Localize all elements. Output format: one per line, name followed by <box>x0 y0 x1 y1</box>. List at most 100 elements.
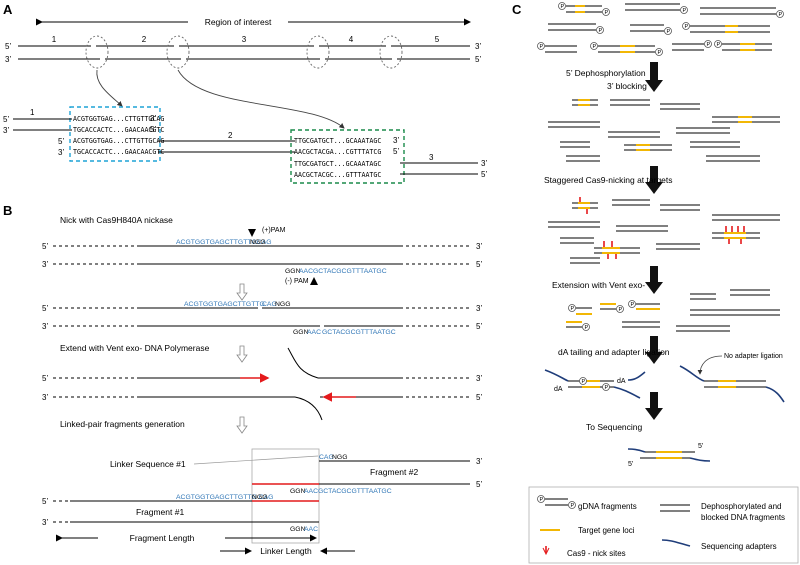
region-label: Region of interest <box>205 17 272 27</box>
l-ngg: NGG <box>332 454 347 461</box>
box1-3-label-1: 3’ <box>150 114 156 123</box>
b2-3b: 3’ <box>42 322 48 331</box>
box2-row3: TTGCGATGCT...GCAAATAGC <box>294 160 381 168</box>
b2-bottom-blue: GCTACGCGTTTAATGC <box>322 329 396 336</box>
p5: P <box>599 28 603 34</box>
b1-3: 3’ <box>476 242 482 251</box>
fragment-2-label: Fragment #2 <box>370 467 418 477</box>
l-5a: 5’ <box>476 480 482 489</box>
step-extension: Extension with Vent exo- <box>552 280 645 290</box>
box2-5-label-4: 5’ <box>481 170 487 179</box>
l-ngg2: NGG <box>252 494 267 501</box>
ligation-row: P P dA dA <box>544 365 785 403</box>
b3-5b: 5’ <box>476 393 482 402</box>
step-nick: Nick with Cas9H840A nickase <box>60 215 173 225</box>
p9: P <box>593 44 597 50</box>
p1: P <box>561 4 565 10</box>
b3-3b: 3’ <box>42 393 48 402</box>
zoom-arrow-1 <box>96 69 123 107</box>
segment-5: 5 <box>435 35 440 44</box>
step-arrow-1 <box>645 62 663 92</box>
step-sequencing: To Sequencing <box>586 422 643 432</box>
panel-c: C P P P P P P P P P P P <box>512 2 799 564</box>
step-dephos: 5’ Dephosphorylation <box>566 68 646 78</box>
down-arrow-1 <box>236 283 248 301</box>
fragment-length: Fragment Length <box>130 533 195 543</box>
nick-circle-4 <box>379 35 403 69</box>
b1-3b: 3’ <box>42 260 48 269</box>
p6: P <box>667 29 671 35</box>
step-arrow-4 <box>645 336 663 364</box>
nick-circle-1 <box>85 35 109 69</box>
l-cag: CAG <box>319 454 334 461</box>
strand-3-label-right: 3’ <box>475 42 481 51</box>
box1-segment-label: 1 <box>30 108 35 117</box>
box1-row3: ACGTGGTGAG...CTTGTTGCAG <box>73 137 164 145</box>
b1-ggn: GGN <box>285 268 301 275</box>
box1-5-label-2: 5’ <box>150 125 156 134</box>
seq-5-right: 5’ <box>698 443 704 450</box>
b1-5: 5’ <box>42 242 48 251</box>
panel-a: A Region of interest 5’ 3’ 3’ 5’ 1 2 3 4… <box>3 2 487 184</box>
box2-row4: AACGCTACGC...GTTTAATGC <box>294 171 381 179</box>
box1-3-label-4: 3’ <box>58 148 64 157</box>
dephos-fragments <box>548 99 780 162</box>
p14: P <box>619 307 623 313</box>
p4: P <box>779 12 783 18</box>
legend-p2: P <box>571 503 575 509</box>
box2-3-label-1: 3’ <box>393 136 399 145</box>
p3: P <box>683 8 687 14</box>
pam-plus: (+)PAM <box>262 227 286 234</box>
box2-3-label-3: 3’ <box>481 159 487 168</box>
step-arrow-3 <box>645 266 663 294</box>
b1-top-blue: ACGTGGTGAGCTTGTTGCAG <box>176 239 272 246</box>
linker-length: Linker Length <box>260 546 312 556</box>
box2-5-label-2: 5’ <box>393 147 399 156</box>
zoom-box-1 <box>69 106 161 162</box>
p16: P <box>585 325 589 331</box>
zoom-box-2 <box>290 129 405 184</box>
p17: P <box>582 379 586 385</box>
no-ligation-label: No adapter ligation <box>724 353 783 360</box>
nick-circle-2 <box>166 35 190 69</box>
b1-ngg: NGG <box>250 239 265 246</box>
strand-5-label: 5’ <box>5 42 11 51</box>
l-ggn2: GGN <box>290 526 306 533</box>
b2-ngg: NGG <box>275 301 290 308</box>
segment-2: 2 <box>142 35 147 44</box>
segment-1: 1 <box>52 35 57 44</box>
step-blocking: 3’ blocking <box>607 81 647 91</box>
legend-gdna: gDNA fragments <box>578 502 637 511</box>
box1-row2: TGCACCACTC...GAACAACGTC <box>73 126 164 134</box>
panel-c-label: C <box>512 2 522 17</box>
b1-bottom-blue: AACGCTACGCGTTTAATGC <box>299 268 387 275</box>
p12: P <box>717 42 721 48</box>
b3-5: 5’ <box>42 374 48 383</box>
l-aac: AAC <box>304 526 318 533</box>
box1-3-label-2: 3’ <box>3 126 9 135</box>
p7: P <box>685 24 689 30</box>
b2-5b: 5’ <box>476 322 482 331</box>
strand-3-label: 3’ <box>5 55 11 64</box>
pam-minus: (-) PAM <box>285 278 309 285</box>
panel-a-label: A <box>3 2 13 17</box>
p15: P <box>631 302 635 308</box>
linker-box <box>251 448 320 544</box>
box1-row1: ACGTGGTGAG...CTTGTTGCAG <box>73 115 164 123</box>
box1-row4: TGCACCACTC...GAACAACGTC <box>73 148 164 156</box>
step-ligation: dA tailing and adapter ligation <box>558 347 670 357</box>
p10: P <box>658 50 662 56</box>
l-top-blue: ACGTGGTGAGCTTGTTG CAG <box>176 494 273 501</box>
panel-b: B Nick with Cas9H840A nickase (+)PAM 5’ … <box>3 203 482 556</box>
extended-fragments: P P P P <box>566 289 780 332</box>
gdna-fragments: P P P P P P P P P P P P <box>537 2 784 56</box>
sequencing-product: 5’ 5’ <box>627 443 711 468</box>
l-3a: 3’ <box>476 457 482 466</box>
da-right: dA <box>617 378 626 385</box>
legend: P P gDNA fragments Target gene loci Cas9… <box>528 486 799 564</box>
strand-5-label-right: 5’ <box>475 55 481 64</box>
segment-4: 4 <box>349 35 354 44</box>
l-3b: 3’ <box>42 518 48 527</box>
